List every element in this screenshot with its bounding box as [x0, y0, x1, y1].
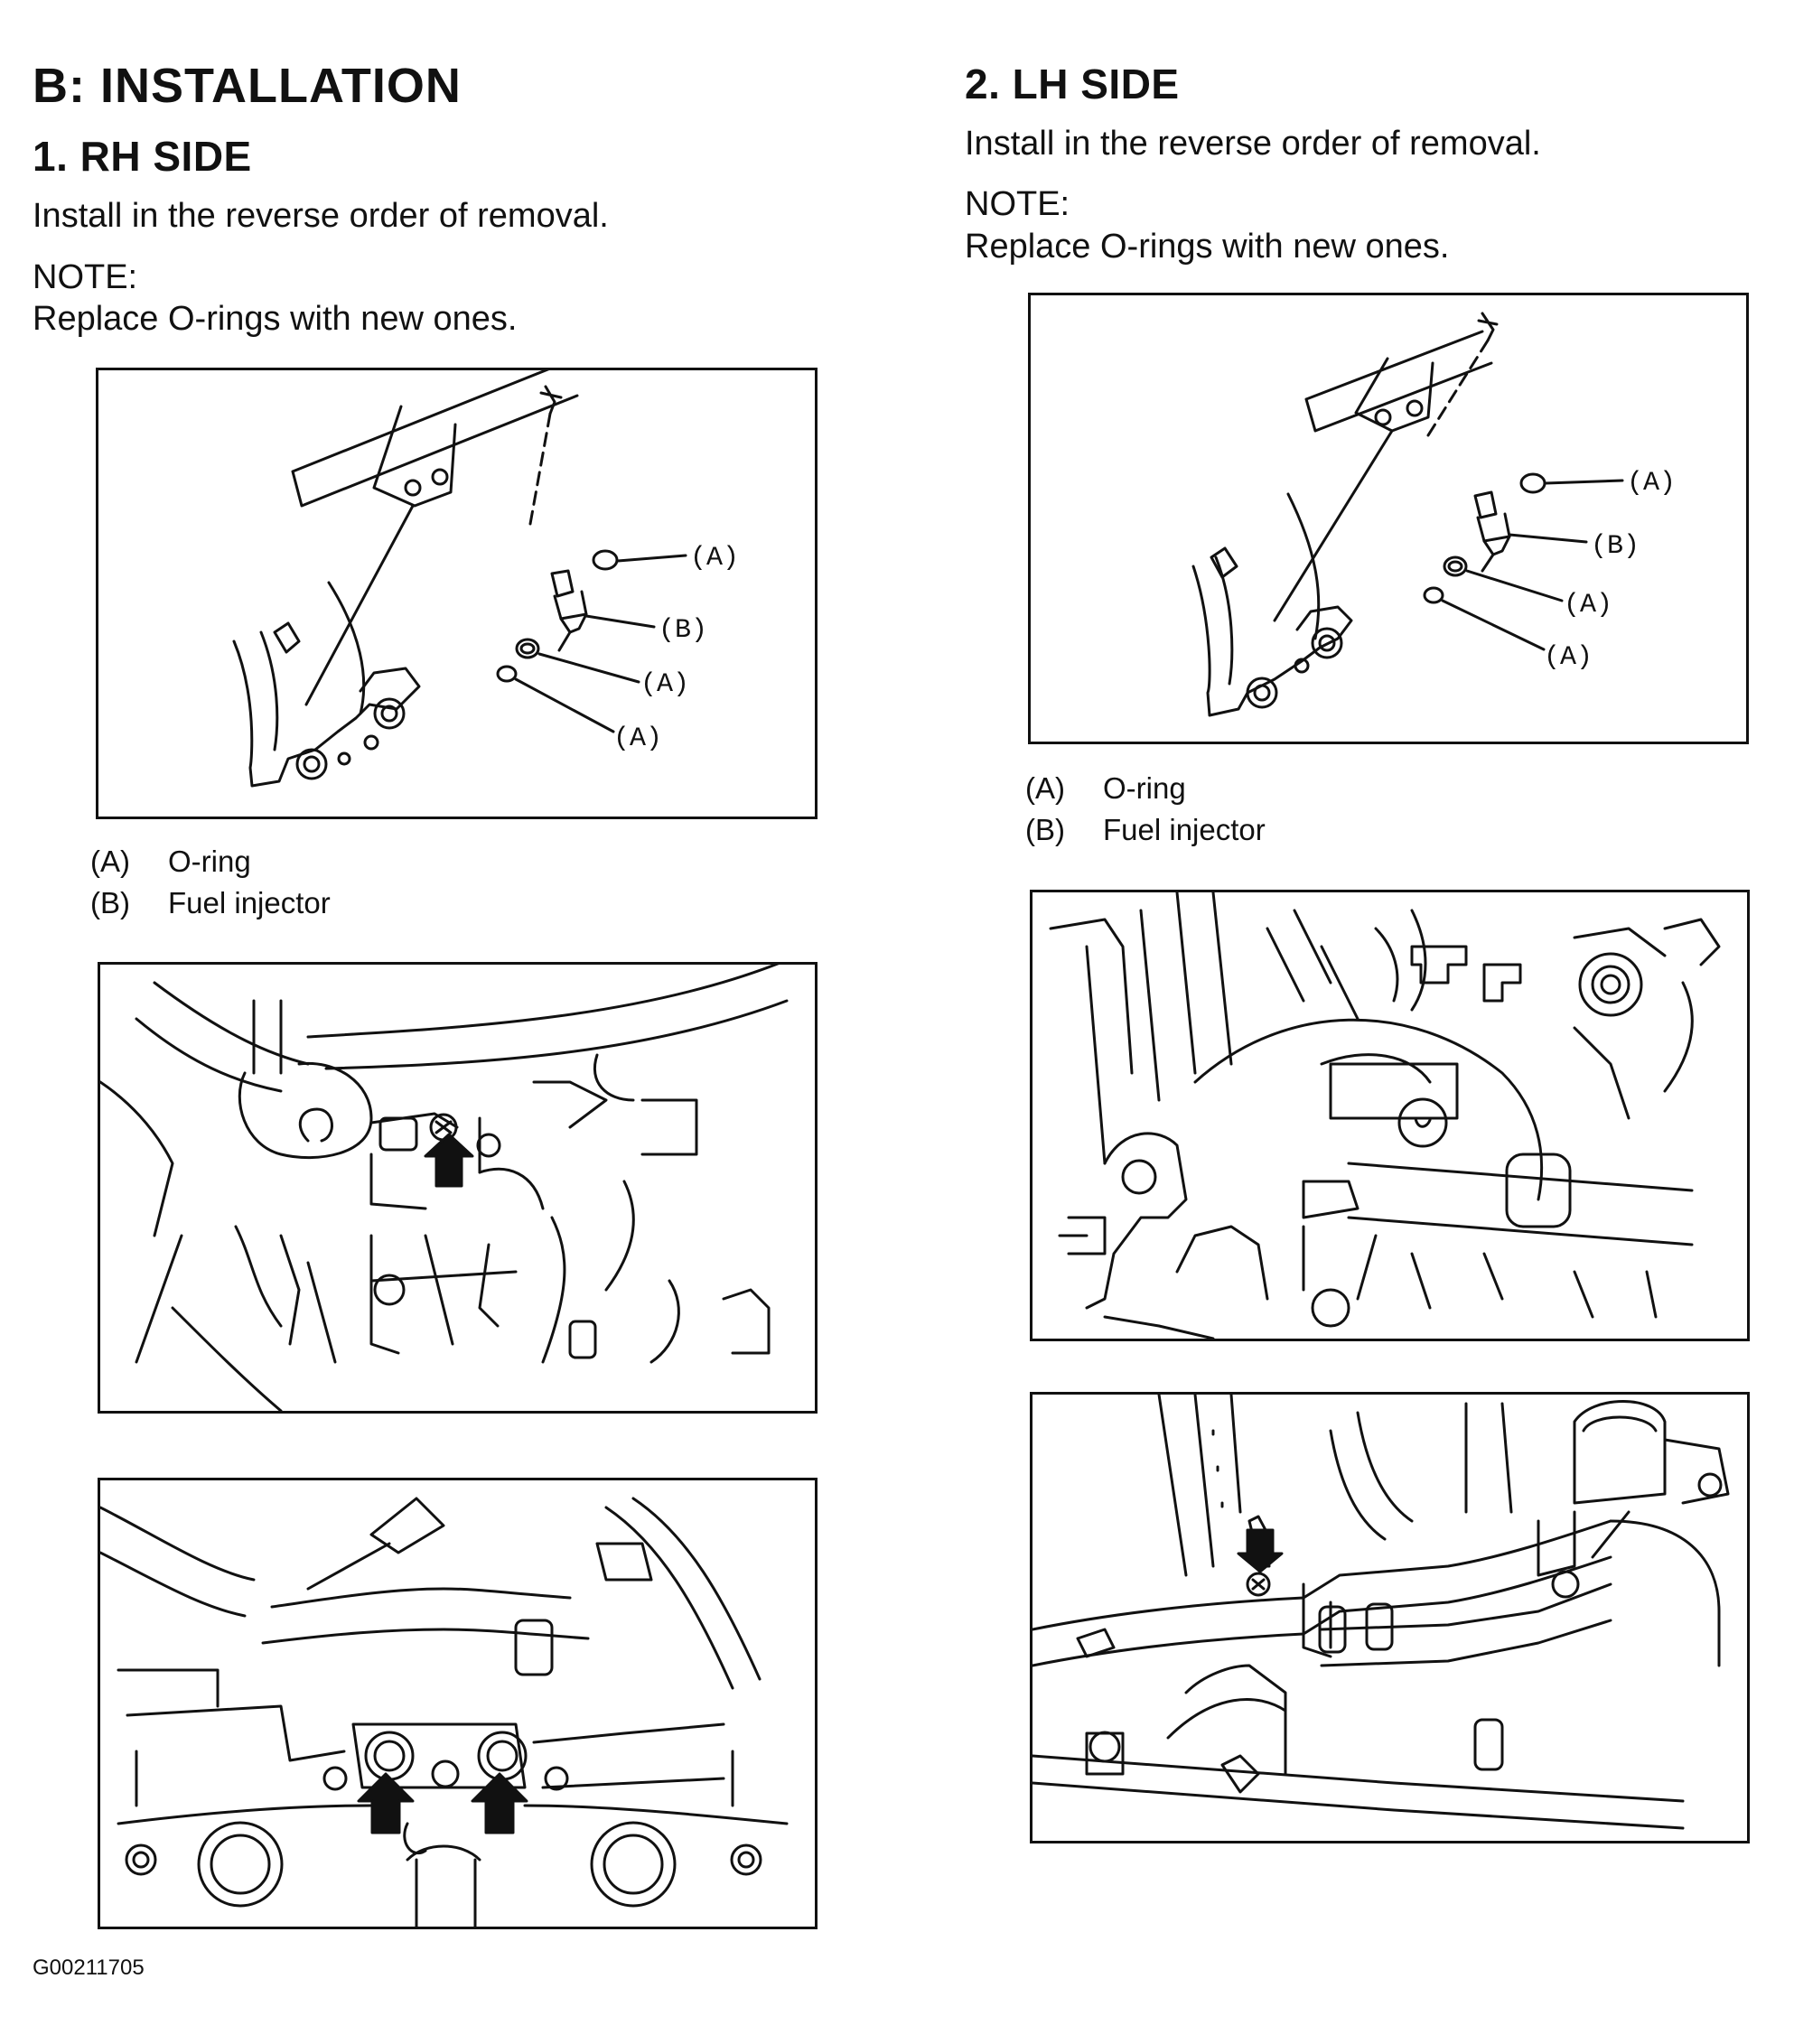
rh-fuel-rail-bolts-diagram: [98, 1478, 818, 1929]
rh-callout-a-top: (A): [690, 543, 739, 574]
lh-exploded-drawing: (A) (B) (A) (A): [1191, 312, 1676, 717]
lh-callout-a-bottom: (A): [1544, 642, 1593, 673]
rh-exploded-drawing: (A) (B) (A) (A): [232, 370, 739, 788]
rh-legend-label-a: O-ring: [168, 845, 251, 878]
rh-legend-row-a: (A) O-ring: [90, 845, 251, 879]
rh-bracket-bolt-diagram: [98, 962, 818, 1414]
lh-callout-b: (B): [1591, 531, 1640, 562]
lh-callout-a-middle: (A): [1564, 590, 1612, 621]
lh-legend-row-a: (A) O-ring: [1025, 771, 1186, 806]
rh-exploded-diagram: (A) (B) (A) (A): [96, 368, 818, 819]
rh-bracket-drawing: [100, 965, 789, 1411]
rh-legend-row-b: (B) Fuel injector: [90, 886, 331, 920]
lh-callout-a-top: (A): [1627, 468, 1676, 499]
lh-legend-row-b: (B) Fuel injector: [1025, 813, 1266, 847]
rh-side-heading: 1. RH SIDE: [33, 133, 252, 180]
lh-note-label: NOTE:: [965, 185, 1070, 223]
rh-callout-a-bottom: (A): [613, 723, 662, 754]
rh-rail-drawing: [100, 1497, 789, 1927]
rh-callout-a-middle: (A): [640, 669, 689, 700]
lh-legend-key-b: (B): [1025, 813, 1065, 846]
figure-code: G00211705: [33, 1955, 145, 1980]
main-heading: B: INSTALLATION: [33, 59, 462, 113]
rh-instruction: Install in the reverse order of removal.: [33, 197, 609, 235]
rh-note-label: NOTE:: [33, 258, 138, 296]
rh-legend-key-a: (A): [90, 845, 130, 878]
lh-note-text: Replace O-rings with new ones.: [965, 228, 1450, 266]
lh-pipe-drawing: [1049, 892, 1721, 1339]
rh-callout-b: (B): [659, 615, 707, 646]
rh-legend-label-b: Fuel injector: [168, 886, 331, 919]
lh-legend-label-b: Fuel injector: [1103, 813, 1266, 846]
lh-exploded-diagram: (A) (B) (A) (A): [1028, 293, 1749, 744]
lh-legend-key-a: (A): [1025, 771, 1065, 805]
rh-legend-key-b: (B): [90, 886, 130, 919]
lh-hose-drawing: [1032, 1395, 1730, 1830]
lh-pipe-diagram: [1030, 890, 1750, 1341]
lh-hose-bolt-diagram: [1030, 1392, 1750, 1843]
lh-legend-label-a: O-ring: [1103, 771, 1186, 805]
lh-side-heading: 2. LH SIDE: [965, 61, 1180, 107]
lh-instruction: Install in the reverse order of removal.: [965, 125, 1541, 163]
rh-note-text: Replace O-rings with new ones.: [33, 300, 518, 338]
